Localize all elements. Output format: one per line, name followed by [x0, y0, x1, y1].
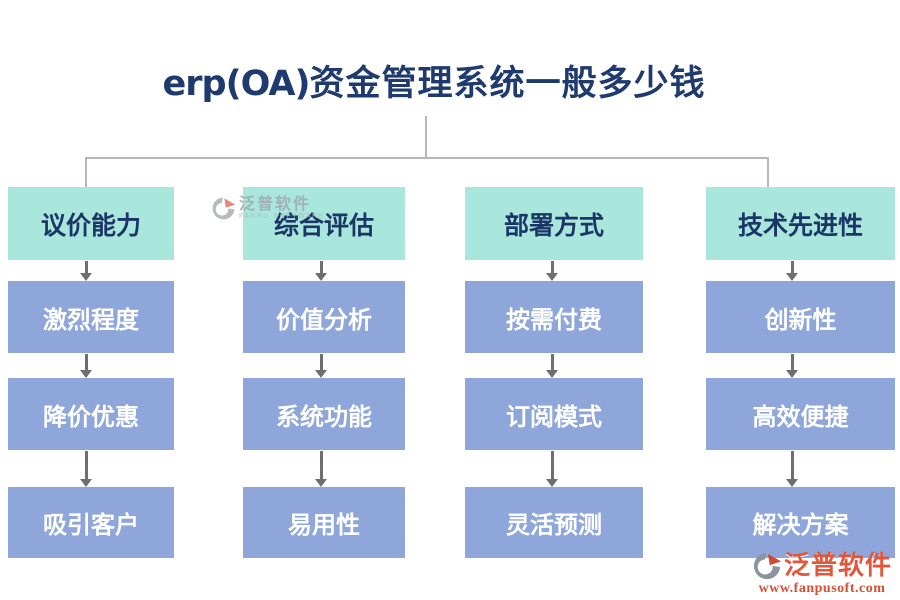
title-prefix: erp(OA) [162, 64, 311, 104]
item-label: 高效便捷 [752, 403, 849, 431]
item-box: 高效便捷 [706, 378, 895, 450]
item-box: 解决方案 [706, 487, 895, 558]
item-box: 创新性 [706, 281, 895, 353]
item-box: 订阅模式 [465, 378, 643, 450]
item-box: 吸引客户 [8, 487, 174, 558]
connector-drop-left [85, 157, 87, 188]
down-arrow-icon [315, 261, 327, 281]
down-arrow-icon [546, 354, 558, 378]
item-label: 降价优惠 [43, 403, 139, 431]
item-label: 系统功能 [276, 403, 372, 431]
item-label: 创新性 [764, 306, 837, 334]
connector-root-vertical [425, 116, 427, 158]
item-label: 订阅模式 [506, 403, 602, 431]
item-label: 灵活预测 [506, 512, 602, 539]
item-box: 灵活预测 [465, 487, 643, 558]
watermark-brand-text: 泛普软件 [239, 196, 312, 213]
item-box: 价值分析 [243, 281, 405, 353]
down-arrow-icon [786, 261, 798, 281]
item-box: 降价优惠 [8, 378, 174, 450]
header-box-bargaining-power: 议价能力 [8, 187, 174, 260]
item-box: 易用性 [243, 487, 405, 558]
item-box: 激烈程度 [8, 281, 174, 353]
item-label: 激烈程度 [43, 306, 139, 334]
header-label: 议价能力 [40, 211, 141, 240]
watermark-subtitle-text: FANPU SOFTWARE [239, 213, 325, 220]
down-arrow-icon [546, 451, 558, 487]
header-label: 技术先进性 [737, 211, 863, 240]
down-arrow-icon [786, 451, 798, 487]
down-arrow-icon [80, 261, 92, 281]
connector-horizontal [85, 157, 769, 159]
header-box-technical-advancement: 技术先进性 [706, 187, 895, 260]
item-label: 价值分析 [276, 306, 372, 334]
footer-brand-text: 泛普软件 [783, 551, 892, 580]
header-box-comprehensive-evaluation: 综合评估 [243, 187, 405, 260]
connector-drop-right [767, 157, 769, 188]
fanpu-logo-icon [753, 552, 782, 580]
footer-logo: 泛普软件 www.fanpusoft.com [752, 551, 892, 596]
item-label: 按需付费 [506, 306, 602, 334]
down-arrow-icon [546, 261, 558, 281]
down-arrow-icon [315, 451, 327, 487]
item-label: 易用性 [288, 512, 360, 539]
footer-url-text: www.fanpusoft.com [758, 581, 886, 596]
down-arrow-icon [80, 451, 92, 487]
title-main: 资金管理系统一般多少钱 [309, 64, 706, 103]
header-label: 综合评估 [273, 211, 374, 240]
item-box: 按需付费 [465, 281, 643, 353]
item-label: 吸引客户 [43, 512, 139, 539]
page-title: erp(OA)资金管理系统一般多少钱 [163, 62, 706, 106]
item-box: 系统功能 [243, 378, 405, 450]
header-box-deployment-method: 部署方式 [465, 187, 643, 260]
down-arrow-icon [315, 354, 327, 378]
item-label: 解决方案 [752, 512, 849, 539]
fanpu-logo-icon [212, 197, 236, 220]
down-arrow-icon [786, 354, 798, 378]
header-label: 部署方式 [503, 211, 604, 240]
center-watermark: 泛普软件 FANPU SOFTWARE [211, 196, 325, 221]
down-arrow-icon [80, 354, 92, 378]
